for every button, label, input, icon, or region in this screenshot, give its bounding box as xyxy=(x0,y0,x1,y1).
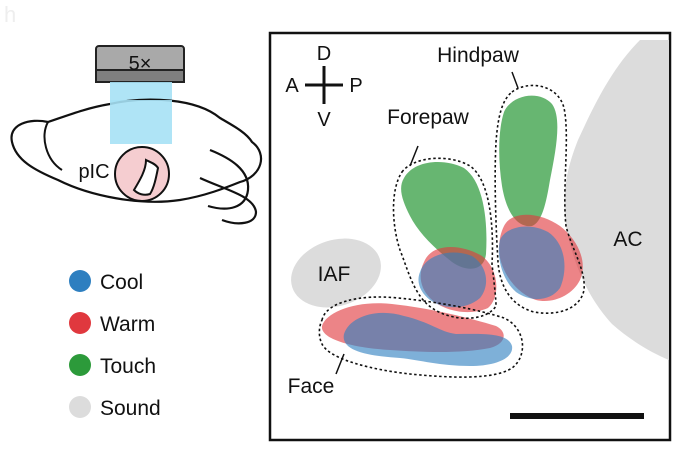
face-label: Face xyxy=(288,375,335,398)
iaf-region xyxy=(291,238,381,308)
scale-bar xyxy=(510,413,644,419)
forepaw-outline xyxy=(392,157,497,319)
legend-swatch-sound xyxy=(69,396,91,418)
ac-label: AC xyxy=(613,228,642,251)
compass-anterior: A xyxy=(285,75,299,97)
panel-letter: h xyxy=(4,2,16,27)
brainstem-outline xyxy=(199,177,258,225)
face-outline xyxy=(318,296,524,378)
legend-label-cool: Cool xyxy=(100,271,143,294)
forepaw-label: Forepaw xyxy=(387,106,470,129)
forepaw-cool-area xyxy=(418,252,487,308)
legend-label-sound: Sound xyxy=(100,397,161,420)
hindpaw-label: Hindpaw xyxy=(437,44,520,67)
region-label: pIC xyxy=(78,161,109,183)
legend-swatch-warm xyxy=(69,312,91,334)
compass-posterior: P xyxy=(349,75,362,97)
legend-label-touch: Touch xyxy=(100,355,156,378)
compass-dorsal: D xyxy=(317,43,331,65)
forepaw-leader xyxy=(409,145,419,167)
legend-swatch-cool xyxy=(69,270,91,292)
hindpaw-outline xyxy=(494,84,585,314)
map-panel: D V A P Hindpaw Forepaw Face IAF AC xyxy=(268,31,672,442)
legend: Cool Warm Touch Sound xyxy=(69,270,161,420)
cerebellum-outline xyxy=(207,148,250,210)
cortex-fold xyxy=(43,121,63,171)
compass-ventral: V xyxy=(317,109,331,131)
light-beam-on-brain xyxy=(110,100,172,144)
iaf-label: IAF xyxy=(318,263,351,286)
legend-label-warm: Warm xyxy=(100,313,155,336)
objective-label: 5× xyxy=(129,53,152,75)
ac-region xyxy=(564,40,669,360)
microscope-schematic: 5× pIC xyxy=(10,45,262,225)
legend-swatch-touch xyxy=(69,354,91,376)
hindpaw-touch-area xyxy=(499,95,558,227)
pic-region xyxy=(132,158,160,196)
face-leader xyxy=(335,353,345,375)
face-cool-area xyxy=(343,312,513,366)
compass: D V A P xyxy=(285,43,362,131)
forepaw-touch-area xyxy=(401,162,487,269)
hindpaw-cool-area xyxy=(498,226,565,300)
hindpaw-leader xyxy=(511,71,519,89)
